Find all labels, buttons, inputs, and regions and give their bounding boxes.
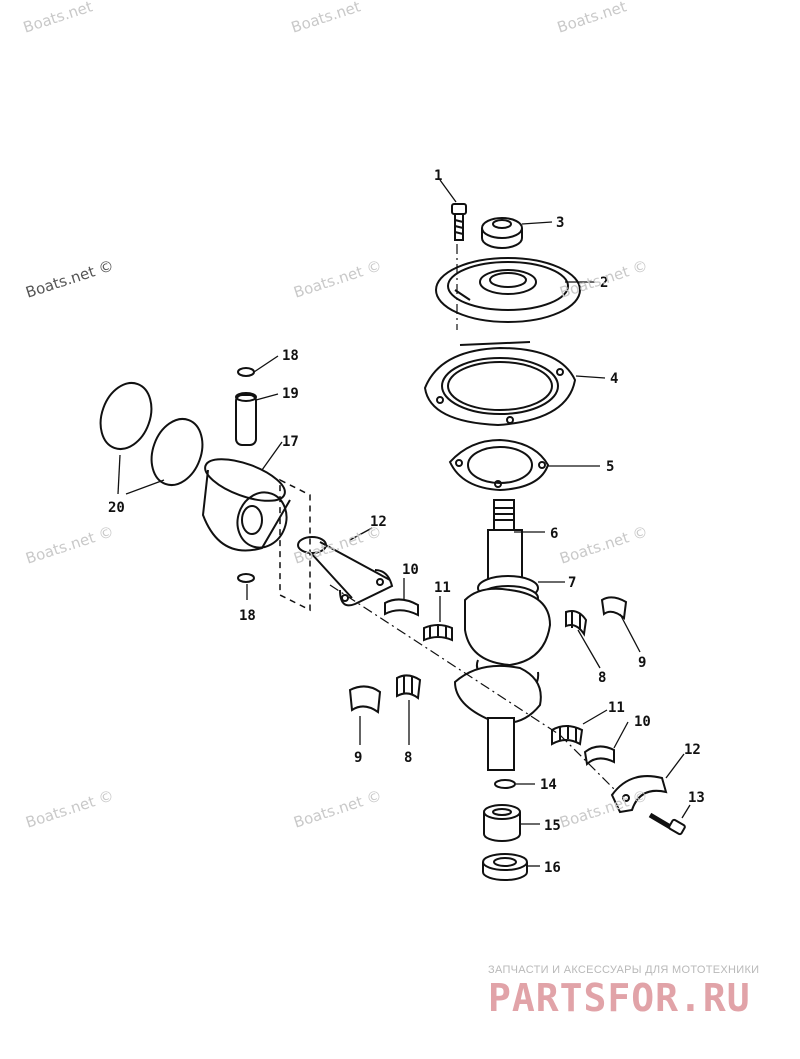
- part-15-bearing: [483, 804, 521, 842]
- part-5-gasket: [448, 438, 550, 492]
- callout-17: 17: [282, 434, 299, 450]
- callout-9-lower: 9: [354, 750, 362, 766]
- part-12-connecting-rod: [297, 536, 394, 607]
- callout-20: 20: [108, 500, 125, 516]
- brand-tagline: ЗАПЧАСТИ И АКСЕССУАРЫ ДЛЯ МОТОТЕХНИКИ: [488, 964, 760, 976]
- callout-8: 8: [598, 670, 606, 686]
- part-9-bearing-half-lower: [348, 685, 382, 714]
- callout-9: 9: [638, 655, 646, 671]
- callout-3: 3: [556, 215, 564, 231]
- callout-8-lower: 8: [404, 750, 412, 766]
- part-13-screw: [648, 812, 686, 836]
- brand-logo: PARTSFOR.RU: [488, 976, 751, 1020]
- callout-5: 5: [606, 459, 614, 475]
- part-1-screw: [451, 203, 467, 241]
- callout-15: 15: [544, 818, 561, 834]
- part-4-housing: [423, 341, 577, 427]
- callout-1: 1: [434, 168, 442, 184]
- callout-18: 18: [282, 348, 299, 364]
- part-16-seal: [482, 853, 528, 881]
- callout-2: 2: [600, 275, 608, 291]
- part-2-end-cap: [435, 257, 581, 323]
- part-19-wrist-pin: [235, 392, 257, 446]
- callout-14: 14: [540, 777, 557, 793]
- part-18-clip-bottom: [237, 573, 255, 583]
- callout-4: 4: [610, 371, 618, 387]
- callout-12: 12: [370, 514, 387, 530]
- alignment-box: [279, 478, 311, 612]
- part-20-piston-rings: [99, 382, 204, 486]
- part-10-bearing-half-lower: [583, 745, 615, 766]
- callout-10-lower: 10: [634, 714, 651, 730]
- part-9-bearing-half: [600, 596, 628, 620]
- part-10-bearing-half: [384, 598, 419, 617]
- callout-10: 10: [402, 562, 419, 578]
- part-14-ring: [494, 779, 516, 789]
- callout-6: 6: [550, 526, 558, 542]
- callout-18-lower: 18: [239, 608, 256, 624]
- callout-19: 19: [282, 386, 299, 402]
- callout-11: 11: [434, 580, 451, 596]
- part-8-cage-bearing: [565, 610, 588, 637]
- callout-11-lower: 11: [608, 700, 625, 716]
- part-11-cage-bearing-lower: [551, 725, 584, 746]
- part-17-piston: [201, 458, 291, 552]
- part-3-seal: [481, 217, 523, 249]
- callout-12-lower: 12: [684, 742, 701, 758]
- callout-7: 7: [568, 575, 576, 591]
- part-6-7-crankshaft: [453, 499, 552, 771]
- callout-13: 13: [688, 790, 705, 806]
- callout-16: 16: [544, 860, 561, 876]
- part-11-cage-bearing: [423, 624, 453, 642]
- part-12-rod-cap: [610, 775, 668, 814]
- part-18-clip-top: [237, 367, 255, 377]
- part-8-cage-bearing-lower: [396, 674, 422, 700]
